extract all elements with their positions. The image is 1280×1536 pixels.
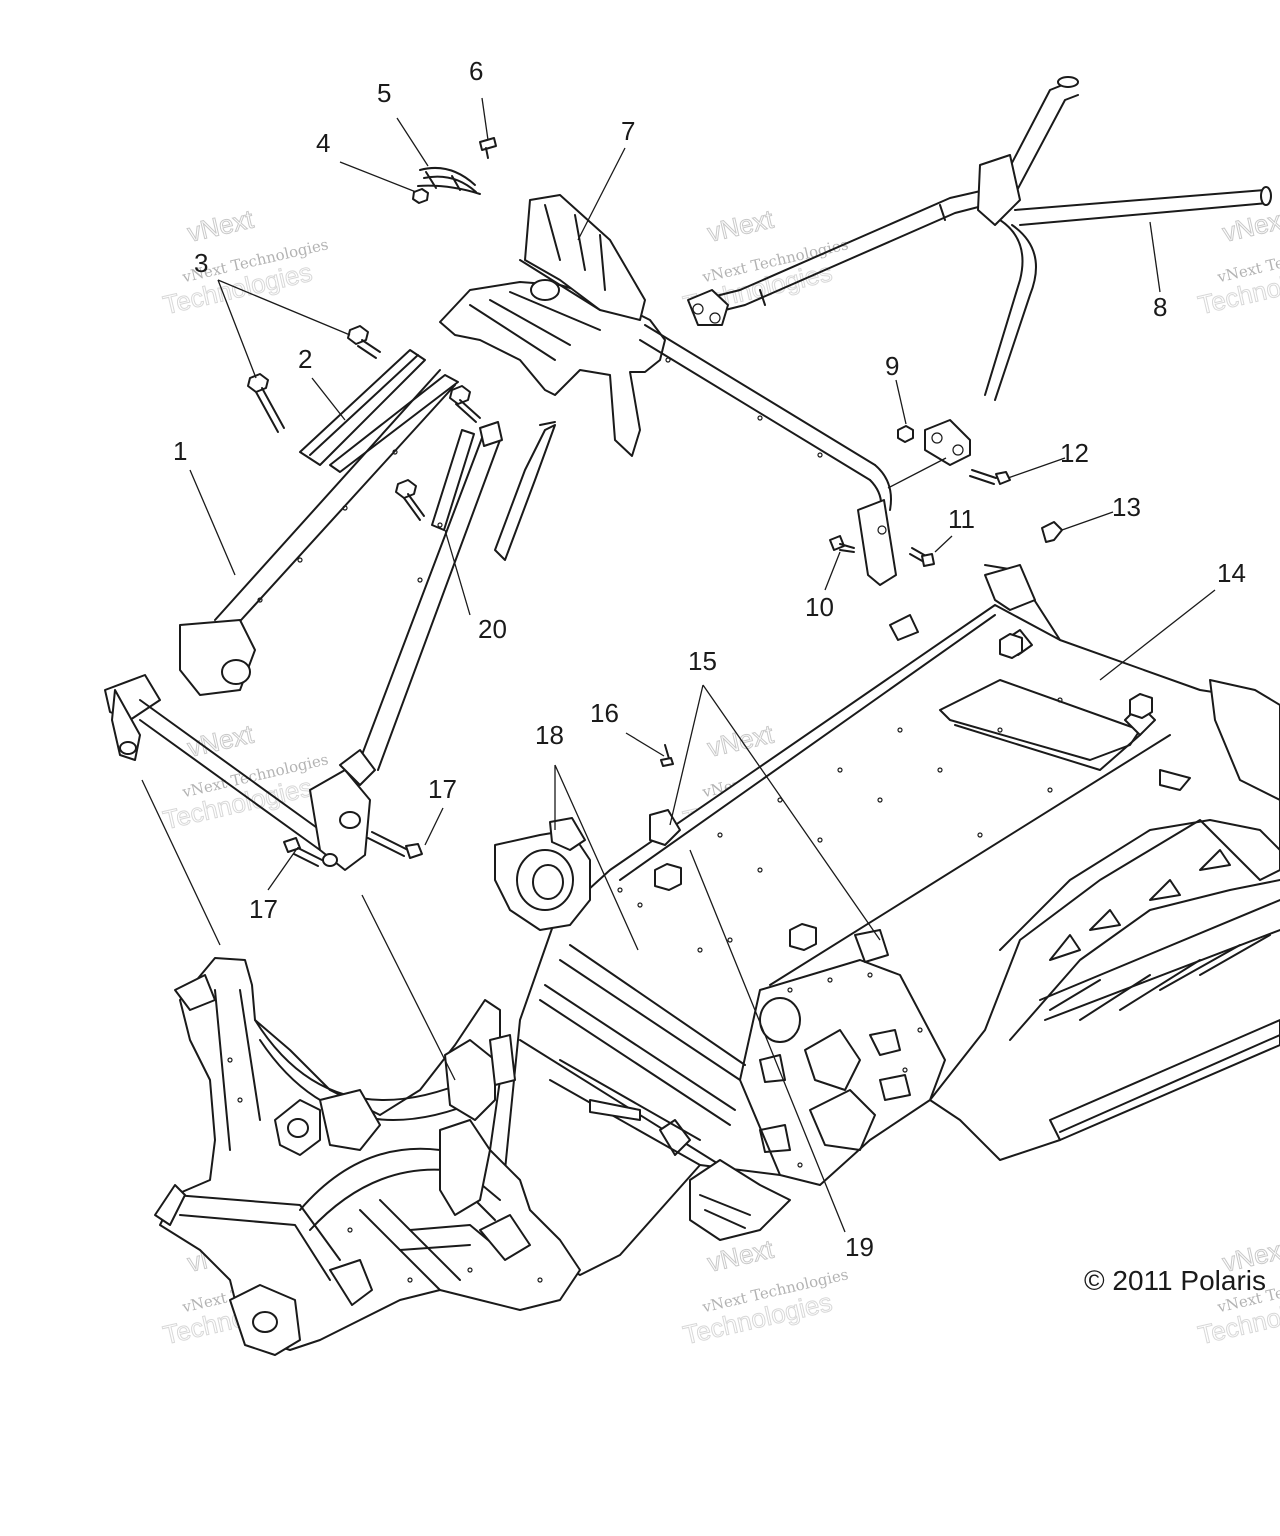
part-6-bolt — [479, 137, 497, 159]
callout-20: 20 — [478, 614, 507, 644]
watermark-top-right: vNext vNext Technologies Technologies — [1195, 203, 1280, 321]
callout-14: 14 — [1217, 558, 1246, 588]
callout-4: 4 — [316, 128, 330, 158]
callout-labels: 1 2 3 4 5 6 7 8 9 10 11 12 13 14 15 16 1… — [173, 56, 1246, 1262]
part-7-steering-support — [439, 194, 897, 586]
part-1-front-frame — [104, 369, 503, 871]
part-3-bolts — [247, 325, 481, 521]
callout-8: 8 — [1153, 292, 1167, 322]
watermark-vnext-text: vNext — [705, 1234, 777, 1278]
callout-7: 7 — [621, 116, 635, 146]
leader-lines — [141, 97, 1216, 1233]
callout-17-lower: 17 — [249, 894, 278, 924]
watermark-bottom-center: vNext vNext Technologies Technologies — [680, 1233, 850, 1351]
callout-12: 12 — [1060, 438, 1089, 468]
watermark-vnext-text: vNext — [185, 204, 257, 248]
callout-11: 11 — [948, 504, 975, 534]
callout-3: 3 — [194, 248, 208, 278]
callout-16: 16 — [590, 698, 619, 728]
part-2-strap — [299, 349, 556, 561]
part-13-plug — [1041, 521, 1063, 543]
watermark-vnext-text: vNext — [705, 204, 777, 248]
part-9-nut — [897, 425, 914, 443]
callout-15: 15 — [688, 646, 717, 676]
part-14-tunnel — [494, 564, 1280, 1276]
part-4-nut — [412, 188, 429, 204]
callout-5: 5 — [377, 78, 391, 108]
callout-2: 2 — [298, 344, 312, 374]
part-10-bolt — [829, 535, 855, 553]
callout-18: 18 — [535, 720, 564, 750]
lower-front-bulkhead — [154, 957, 581, 1356]
callout-13: 13 — [1112, 492, 1141, 522]
watermark-vnext-text: vNext — [705, 719, 777, 763]
callout-19: 19 — [845, 1232, 874, 1262]
watermark-vnext-text: vNext — [1220, 204, 1280, 248]
callout-9: 9 — [885, 351, 899, 381]
part-20-tube — [431, 429, 475, 531]
copyright-notice: © 2011 Polaris — [1084, 1265, 1266, 1296]
part-8-upper-frame — [687, 76, 1272, 466]
part-17-bolts — [283, 831, 423, 867]
watermark-top-left: vNext vNext Technologies Technologies — [160, 203, 330, 321]
part-11-bolt — [909, 547, 935, 567]
callout-6: 6 — [469, 56, 483, 86]
callout-1: 1 — [173, 436, 187, 466]
part-5-clip — [417, 166, 481, 195]
callout-10: 10 — [805, 592, 834, 622]
callout-17-upper: 17 — [428, 774, 457, 804]
part-12-bolt — [969, 469, 1011, 485]
watermark-mid-left: vNext vNext Technologies Technologies — [160, 718, 330, 836]
part-16-screw — [660, 744, 674, 767]
